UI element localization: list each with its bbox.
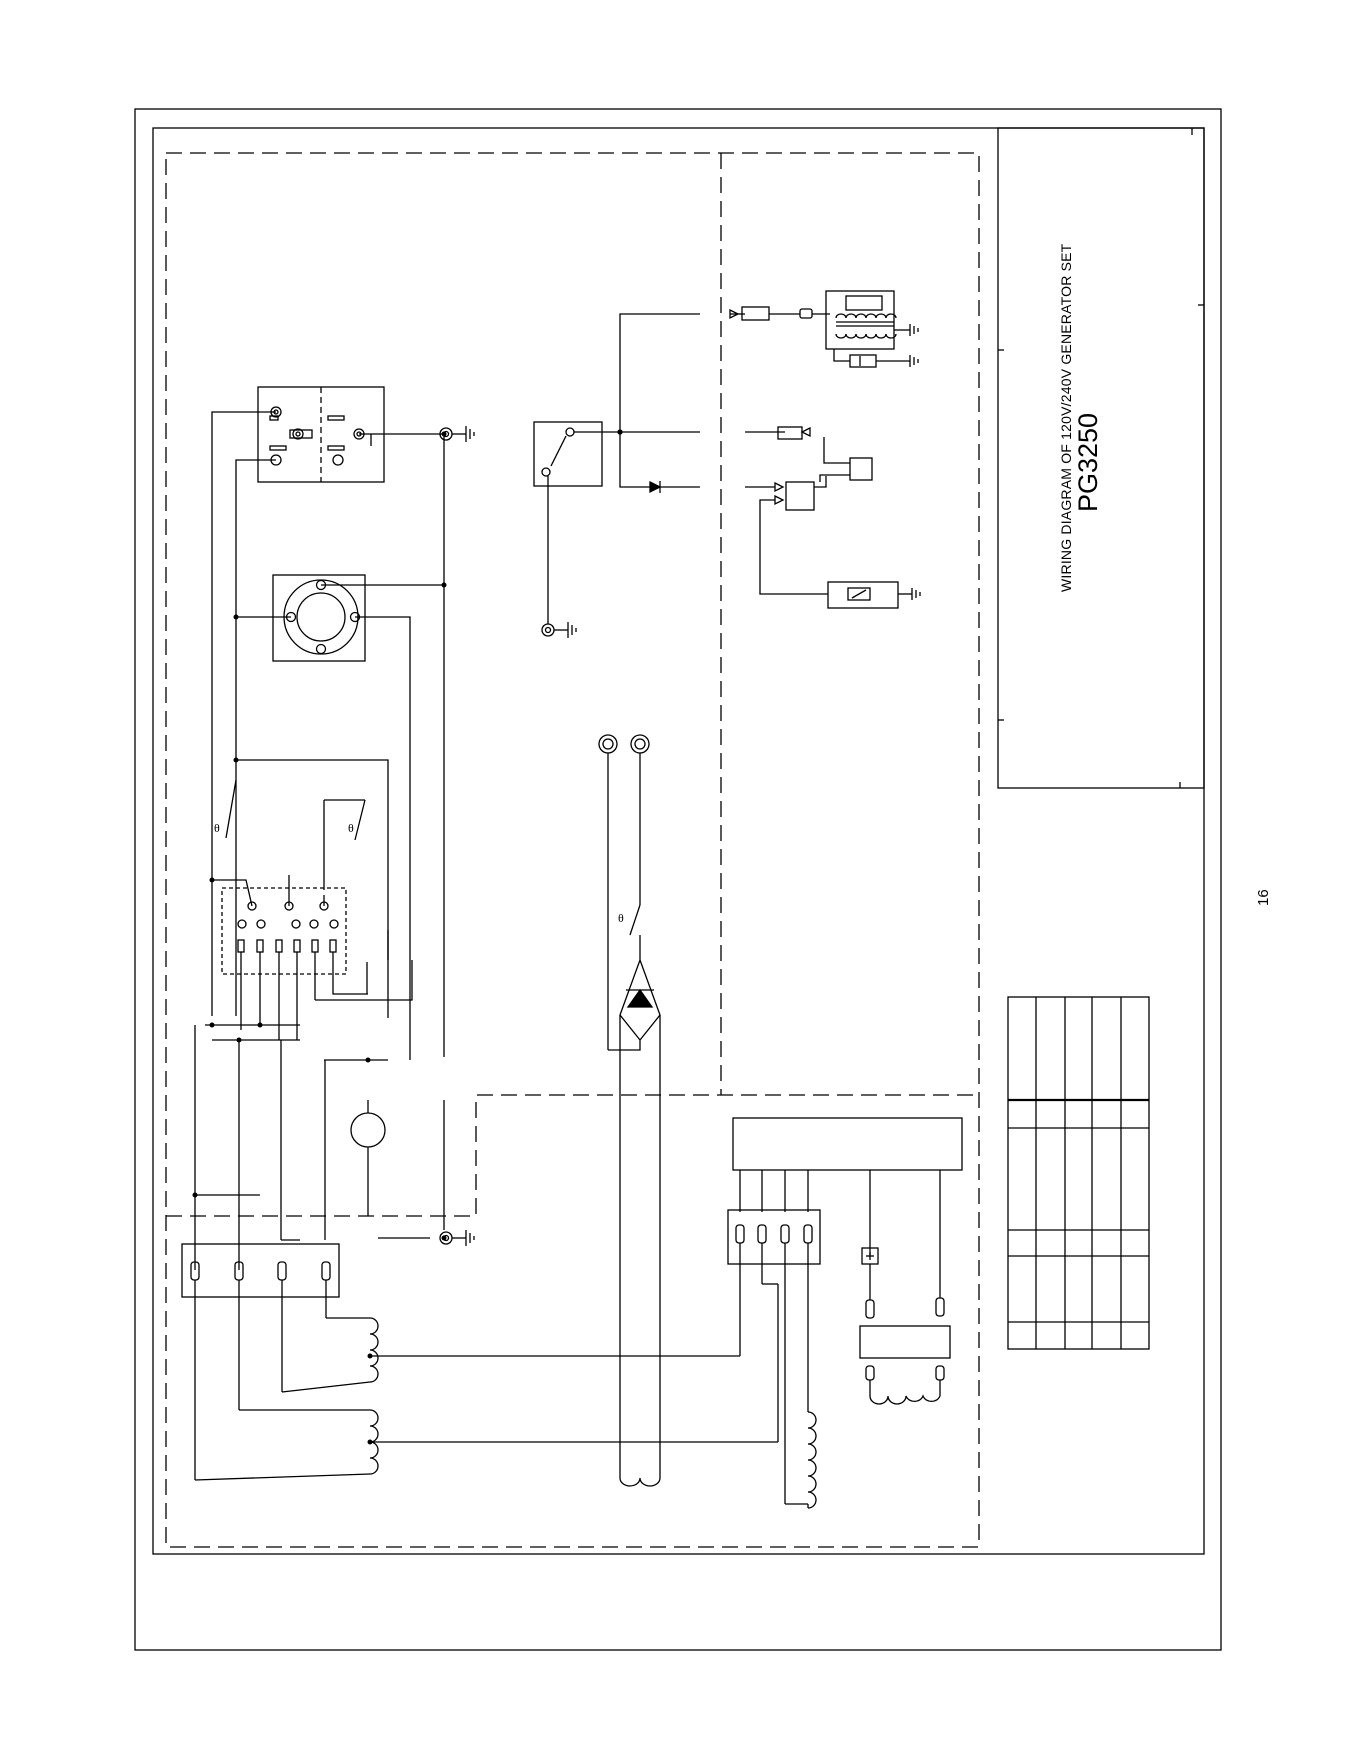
thermal-label-3: θ — [618, 911, 624, 925]
ground-symbols — [440, 426, 576, 1246]
dc-output-section — [599, 735, 660, 1486]
main-leads — [195, 1025, 430, 1270]
thermal-label-1: θ — [214, 821, 220, 835]
drawing-frame — [153, 128, 1204, 1554]
ignition-components — [730, 291, 920, 608]
exciter-winding — [785, 1412, 816, 1508]
main-terminal-strip — [182, 1244, 339, 1480]
battery-charging — [860, 1248, 950, 1404]
control-terminal-strip — [728, 1210, 820, 1504]
control-module — [733, 1118, 962, 1298]
model-number: PG3250 — [1073, 413, 1104, 512]
output-wiring — [212, 412, 444, 1230]
thermal-label-2: θ — [348, 821, 354, 835]
engine-switch — [534, 314, 700, 624]
twist-lock-receptacle — [273, 575, 365, 661]
junction-dots — [193, 432, 447, 1445]
dashed-enclosures — [166, 153, 979, 1547]
page-number: 16 — [1255, 889, 1272, 906]
diagram-title: WIRING DIAGRAM OF 120V/240V GENERATOR SE… — [1058, 244, 1074, 592]
revision-table — [1008, 997, 1149, 1349]
